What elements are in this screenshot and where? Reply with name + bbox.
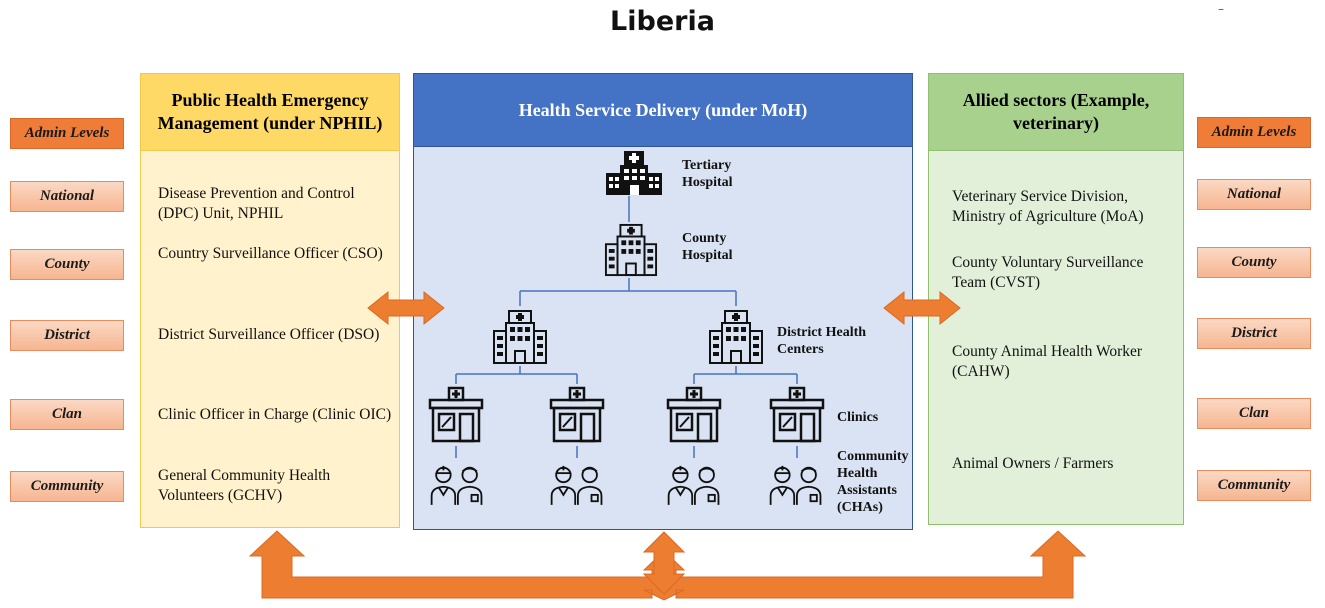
admin-level-clan-right: Clan bbox=[1197, 398, 1311, 429]
allied-item-district: County Animal Health Worker (CAHW) bbox=[952, 343, 1143, 380]
admin-level-community-left: Community bbox=[10, 471, 124, 502]
county-hospital-label: County Hospital bbox=[682, 231, 733, 263]
right-double-arrow bbox=[883, 290, 961, 326]
tertiary-hospital-label: Tertiary Hospital bbox=[682, 158, 733, 190]
district-health-centers-label: District Health Centers bbox=[777, 325, 867, 357]
corner-mark: – bbox=[1218, 2, 1224, 16]
allied-column-body bbox=[928, 151, 1184, 525]
center-double-arrow bbox=[642, 531, 686, 595]
allied-column-heading: Allied sectors (Example, veterinary) bbox=[928, 73, 1184, 151]
allied-item-national: Veterinary Service Division, Ministry of… bbox=[952, 188, 1144, 225]
phem-item-district: District Surveillance Officer (DSO) bbox=[158, 326, 380, 343]
clinics-label: Clinics bbox=[837, 410, 879, 425]
admin-level-national-left: National bbox=[10, 181, 124, 212]
admin-level-clan-left: Clan bbox=[10, 399, 124, 430]
left-double-arrow bbox=[367, 290, 445, 326]
phem-item-clan: Clinic Officer in Charge (Clinic OIC) bbox=[158, 406, 392, 423]
admin-level-national-right: National bbox=[1197, 179, 1311, 210]
admin-level-district-left: District bbox=[10, 320, 124, 351]
phem-column-heading: Public Health Emergency Management (unde… bbox=[140, 73, 400, 151]
admin-levels-header-left: Admin Levels bbox=[10, 118, 124, 149]
allied-item-county: County Voluntary Surveillance Team (CVST… bbox=[952, 254, 1144, 291]
phem-item-national: Disease Prevention and Control (DPC) Uni… bbox=[158, 185, 355, 222]
hsd-column-heading: Health Service Delivery (under MoH) bbox=[413, 73, 913, 147]
phem-item-community: General Community Health Volunteers (GCH… bbox=[158, 467, 331, 504]
phem-item-county: Country Surveillance Officer (CSO) bbox=[158, 245, 383, 262]
page-title: Liberia bbox=[610, 6, 715, 37]
admin-levels-header-right: Admin Levels bbox=[1197, 117, 1311, 148]
phem-column-body bbox=[140, 151, 400, 528]
hsd-column-body bbox=[413, 147, 913, 530]
admin-level-county-left: County bbox=[10, 249, 124, 280]
admin-level-community-right: Community bbox=[1197, 470, 1311, 501]
admin-level-district-right: District bbox=[1197, 318, 1311, 349]
allied-item-community: Animal Owners / Farmers bbox=[952, 455, 1114, 472]
admin-level-county-right: County bbox=[1197, 247, 1311, 278]
cha-label: Community Health Assistants (CHAs) bbox=[837, 449, 909, 515]
